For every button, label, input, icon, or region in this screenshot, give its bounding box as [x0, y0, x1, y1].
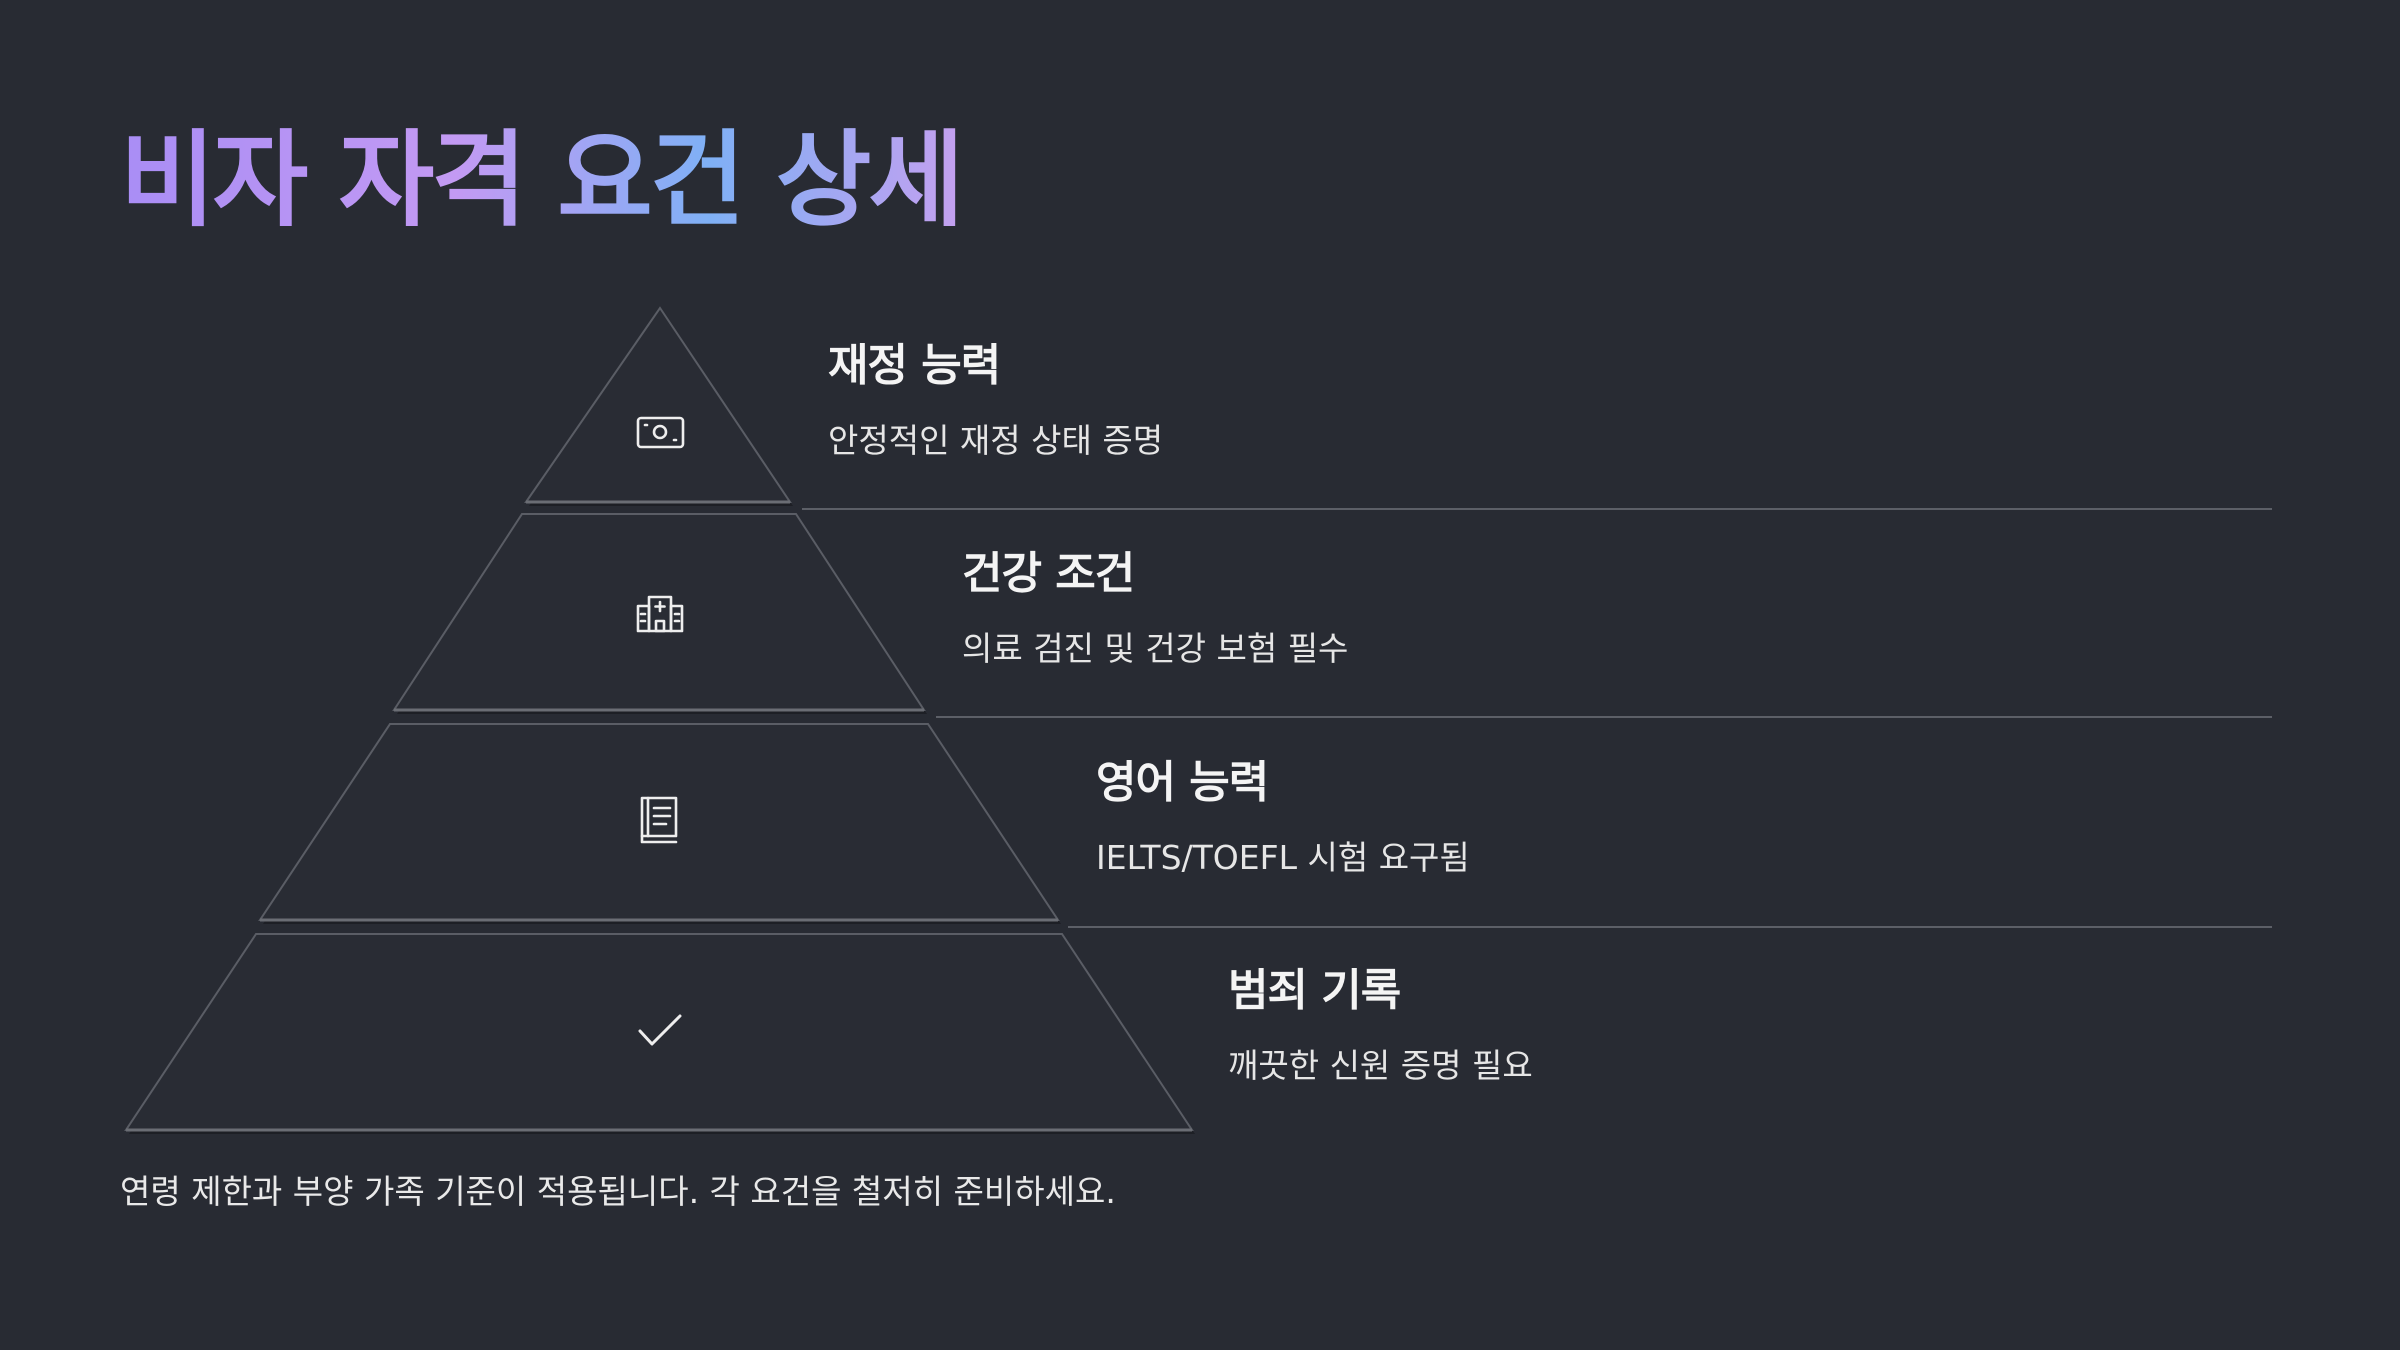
tier-1-title: 재정 능력 — [828, 340, 1001, 391]
tier-1-description: 안정적인 재정 상태 증명 — [828, 420, 1164, 460]
page-title: 비자 자격 요건 상세 — [120, 119, 964, 241]
pyramid-tier-3 — [258, 723, 1061, 924]
hospital-icon — [636, 595, 684, 633]
tier-4-title: 범죄 기록 — [1228, 965, 1401, 1016]
tier-2-text: 건강 조건 의료 검진 및 건강 보험 필수 — [962, 548, 1348, 668]
tier-2-description: 의료 검진 및 건강 보험 필수 — [962, 628, 1349, 668]
tier-4-description: 깨끗한 신원 증명 필요 — [1228, 1045, 1533, 1085]
footnote: 연령 제한과 부양 가족 기준이 적용됩니다. 각 요건을 철저히 준비하세요. — [120, 1172, 1116, 1211]
banknote-icon — [636, 416, 685, 449]
divider-2 — [936, 716, 2272, 718]
checkmark-icon — [638, 1014, 682, 1046]
tier-3-text: 영어 능력 IELTS/TOEFL 시험 요구됨 — [1096, 757, 1470, 877]
pyramid-tier-2 — [392, 513, 927, 714]
tier-4-text: 범죄 기록 깨끗한 신원 증명 필요 — [1228, 965, 1533, 1085]
tier-2-title: 건강 조건 — [962, 548, 1135, 599]
tier-1-text: 재정 능력 안정적인 재정 상태 증명 — [828, 340, 1163, 460]
tier-3-title: 영어 능력 — [1096, 757, 1269, 808]
tier-3-description: IELTS/TOEFL 시험 요구됨 — [1096, 837, 1470, 877]
divider-1 — [802, 508, 2272, 510]
book-icon — [640, 796, 678, 844]
divider-3 — [1068, 926, 2272, 928]
pyramid-tier-1 — [524, 306, 793, 506]
